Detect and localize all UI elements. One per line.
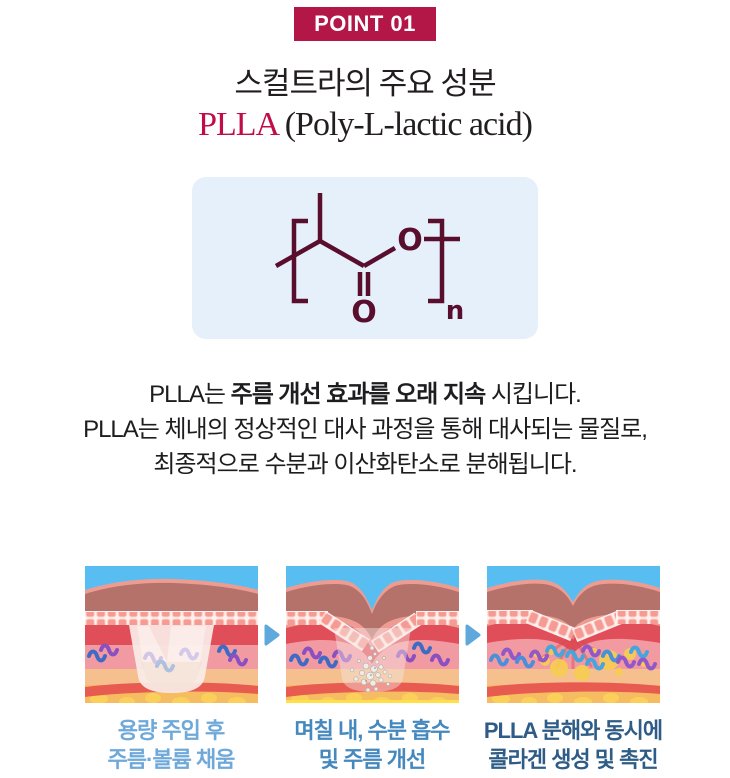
chain-bond-left [274, 239, 322, 268]
left-bracket [291, 218, 308, 304]
subtitle-rest: (Poly-L-lactic acid) [277, 106, 533, 143]
description-paragraph: PLLA는 주름 개선 효과를 오래 지속 시킵니다. PLLA는 체내의 정상… [83, 377, 648, 482]
ester-oxygen-label: O [397, 223, 423, 258]
step-3-caption: PLLA 분해와 동시에 콜라겐 생성 및 촉진 [483, 718, 663, 772]
carbonyl-oxygen-label: O [351, 295, 377, 330]
plla-structure-diagram: O O n [274, 193, 465, 330]
subtitle-highlight: PLLA [198, 106, 278, 143]
step-2-caption: 며칠 내, 수분 흡수 및 주름 개선 [294, 718, 450, 772]
step-captions-row: 용량 주입 후 주름·볼륨 채움 며칠 내, 수분 흡수 및 주름 개선 PLL… [85, 716, 664, 774]
skin-step-2-illustration [285, 566, 459, 703]
step-arrow-1 [258, 623, 286, 647]
right-arrow-icon [264, 624, 279, 645]
description-line-2: PLLA는 체내의 정상적인 대사 과정을 통해 대사되는 물질로, [83, 416, 648, 443]
step-arrow-2 [459, 623, 487, 647]
caption-spacer [459, 716, 487, 774]
right-arrow-icon [465, 624, 480, 645]
page-title: 스컬트라의 주요 성분 [234, 66, 496, 101]
ester-bond [362, 246, 397, 268]
step-1-caption: 용량 주입 후 주름·볼륨 채움 [107, 718, 236, 772]
skin-step-3-illustration [486, 566, 660, 703]
page-subtitle: PLLA (Poly-L-lactic acid) [198, 103, 533, 147]
right-bracket [428, 218, 445, 304]
point-badge: POINT 01 [294, 7, 436, 41]
repeat-index-label: n [446, 296, 465, 326]
process-steps-row [84, 566, 660, 703]
description-bold: 주름 개선 효과를 오래 지속 [230, 381, 487, 408]
description-line-3: 최종적으로 수분과 이산화탄소로 분해됩니다. [153, 451, 577, 478]
skin-step-1-illustration [84, 566, 258, 703]
caption-spacer [258, 716, 286, 774]
molecule-box: O O n [192, 177, 538, 339]
chain-bond-right [318, 239, 366, 268]
description-line-1: PLLA는 주름 개선 효과를 오래 지속 시킵니다. [149, 381, 582, 408]
